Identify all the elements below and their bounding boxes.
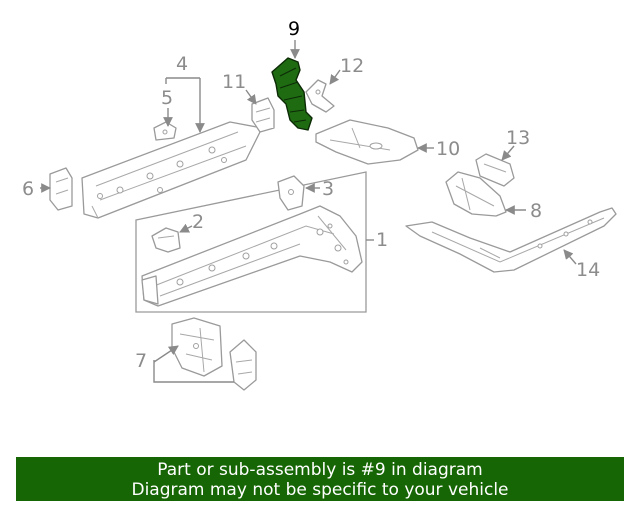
part-5-bracket[interactable] xyxy=(153,121,177,141)
callout-14: 14 xyxy=(576,259,600,281)
leader-lines xyxy=(40,40,577,383)
part-1-frame-assembly[interactable] xyxy=(141,205,363,307)
part-3-bracket[interactable] xyxy=(277,175,305,211)
part-6-end-bracket[interactable] xyxy=(49,167,73,211)
callout-11: 11 xyxy=(222,71,246,93)
part-2-bracket[interactable] xyxy=(151,227,181,253)
part-11-bracket[interactable] xyxy=(251,97,275,133)
callout-6: 6 xyxy=(22,178,34,200)
callout-7: 7 xyxy=(135,350,147,372)
callout-4: 4 xyxy=(176,53,188,75)
callout-10: 10 xyxy=(436,138,460,160)
part-13-bracket[interactable] xyxy=(475,153,515,187)
callout-5: 5 xyxy=(161,87,173,109)
callout-3: 3 xyxy=(322,178,334,200)
banner-line-2: Diagram may not be specific to your vehi… xyxy=(131,480,509,500)
info-banner: Part or sub-assembly is #9 in diagram Di… xyxy=(16,457,624,501)
part-14-lower-rail[interactable] xyxy=(405,207,617,273)
callout-2: 2 xyxy=(192,211,204,233)
callout-13: 13 xyxy=(506,127,530,149)
banner-line-1: Part or sub-assembly is #9 in diagram xyxy=(157,460,483,480)
part-10-panel[interactable] xyxy=(315,119,419,165)
callout-1: 1 xyxy=(376,229,388,251)
part-9-highlighted[interactable] xyxy=(271,57,313,131)
callout-8: 8 xyxy=(530,200,542,222)
part-7-brackets[interactable] xyxy=(171,317,257,391)
part-4-frame-rail[interactable] xyxy=(81,121,263,219)
callout-12: 12 xyxy=(340,55,364,77)
part-12-bracket[interactable] xyxy=(305,79,335,113)
callout-9: 9 xyxy=(288,18,300,40)
